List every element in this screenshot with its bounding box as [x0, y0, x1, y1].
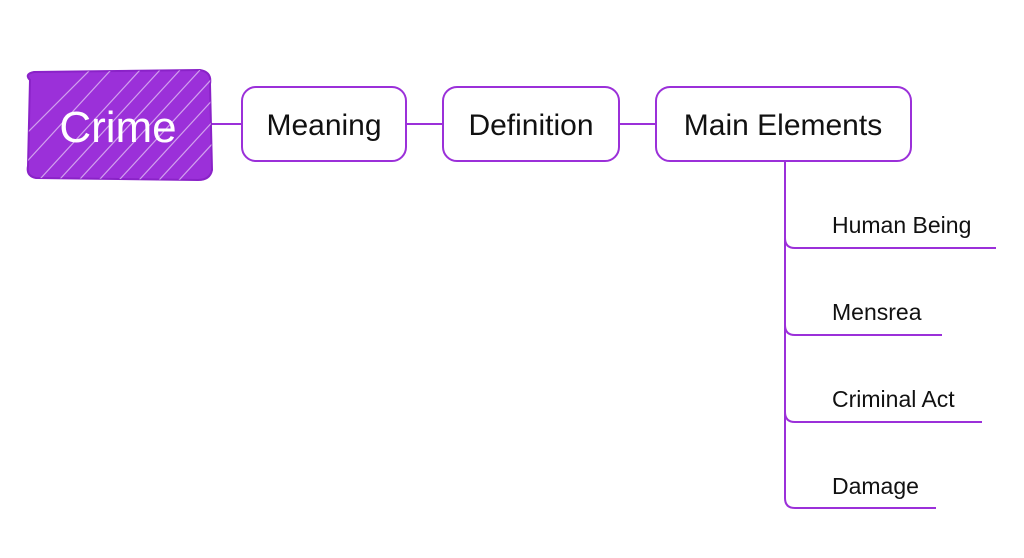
leaf-branch-damage [784, 497, 936, 509]
node-meaning[interactable]: Meaning [241, 86, 407, 162]
root-node-hatching [27, 70, 212, 180]
node-meaning-box [241, 86, 407, 162]
node-definition[interactable]: Definition [442, 86, 620, 162]
leaf-human-being[interactable]: Human Being [832, 212, 971, 238]
leaf-mensrea[interactable]: Mensrea [832, 299, 922, 325]
root-node-label: Crime [59, 103, 176, 152]
leaf-branch-criminal-act [784, 411, 982, 423]
leaf-criminal-act[interactable]: Criminal Act [832, 386, 955, 412]
node-main-elements-box [655, 86, 912, 162]
node-main-elements-label: Main Elements [684, 109, 882, 142]
node-main-elements[interactable]: Main Elements [655, 86, 912, 162]
node-definition-box [442, 86, 620, 162]
node-definition-label: Definition [468, 109, 593, 142]
root-node-crime[interactable]: Crime [0, 60, 280, 190]
root-node-fill [26, 68, 214, 182]
node-meaning-label: Meaning [266, 109, 381, 142]
leaf-damage[interactable]: Damage [832, 473, 919, 499]
leaf-branch-mensrea [784, 324, 942, 336]
leaf-branch-human-being [784, 237, 996, 249]
